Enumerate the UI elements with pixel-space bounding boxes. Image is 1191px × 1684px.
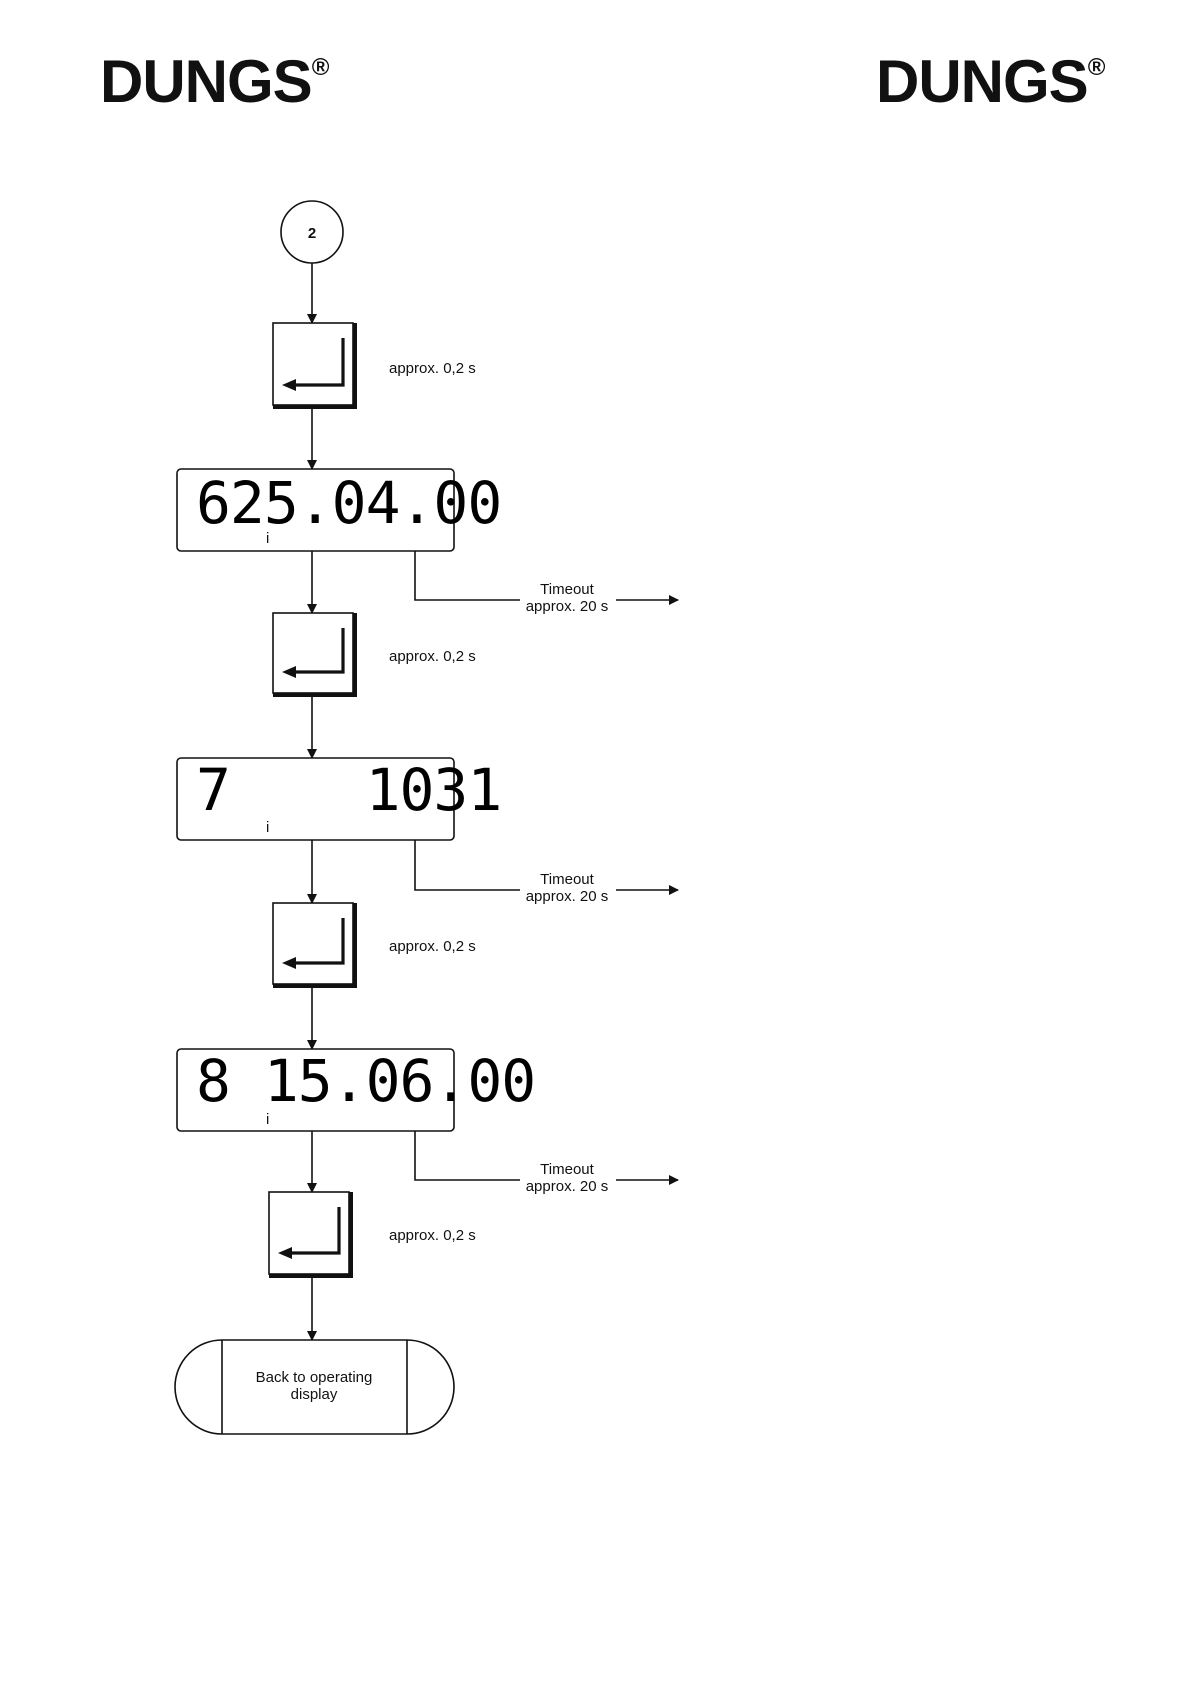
lcd-display-value: 625.04.00 — [196, 469, 501, 537]
timeout-label: Timeout — [540, 581, 594, 598]
key-press-duration: approx. 0,2 s — [389, 938, 476, 955]
timeout-branch-1: Timeout approx. 20 s — [415, 551, 678, 615]
lcd-display-value: 8 15.06.00 — [196, 1047, 535, 1115]
timeout-duration: approx. 20 s — [526, 1178, 609, 1195]
lcd-display-value: 7 1031 — [196, 756, 501, 824]
enter-key-4: approx. 0,2 s — [269, 1192, 476, 1278]
timeout-branch-3: Timeout approx. 20 s — [415, 1131, 678, 1195]
terminal-label-line2: display — [291, 1386, 338, 1403]
timeout-duration: approx. 20 s — [526, 888, 609, 905]
info-indicator: i — [266, 1111, 269, 1128]
connector-circle: 2 — [281, 201, 343, 263]
lcd-display-2: 7 1031 i — [177, 756, 501, 840]
lcd-display-1: 625.04.00 i — [177, 469, 501, 551]
key-press-duration: approx. 0,2 s — [389, 648, 476, 665]
connector-label: 2 — [308, 225, 316, 242]
lcd-display-3: 8 15.06.00 i — [177, 1047, 535, 1131]
enter-key-3: approx. 0,2 s — [273, 903, 476, 988]
info-indicator: i — [266, 819, 269, 836]
key-press-duration: approx. 0,2 s — [389, 360, 476, 377]
timeout-branch-2: Timeout approx. 20 s — [415, 840, 678, 905]
terminal-label-line1: Back to operating — [256, 1369, 373, 1386]
enter-key-2: approx. 0,2 s — [273, 613, 476, 697]
info-indicator: i — [266, 530, 269, 547]
timeout-label: Timeout — [540, 871, 594, 888]
terminal-back-to-operating-display: Back to operating display — [175, 1340, 454, 1434]
key-press-duration: approx. 0,2 s — [389, 1227, 476, 1244]
timeout-duration: approx. 20 s — [526, 598, 609, 615]
enter-key-1: approx. 0,2 s — [273, 323, 476, 409]
timeout-label: Timeout — [540, 1161, 594, 1178]
